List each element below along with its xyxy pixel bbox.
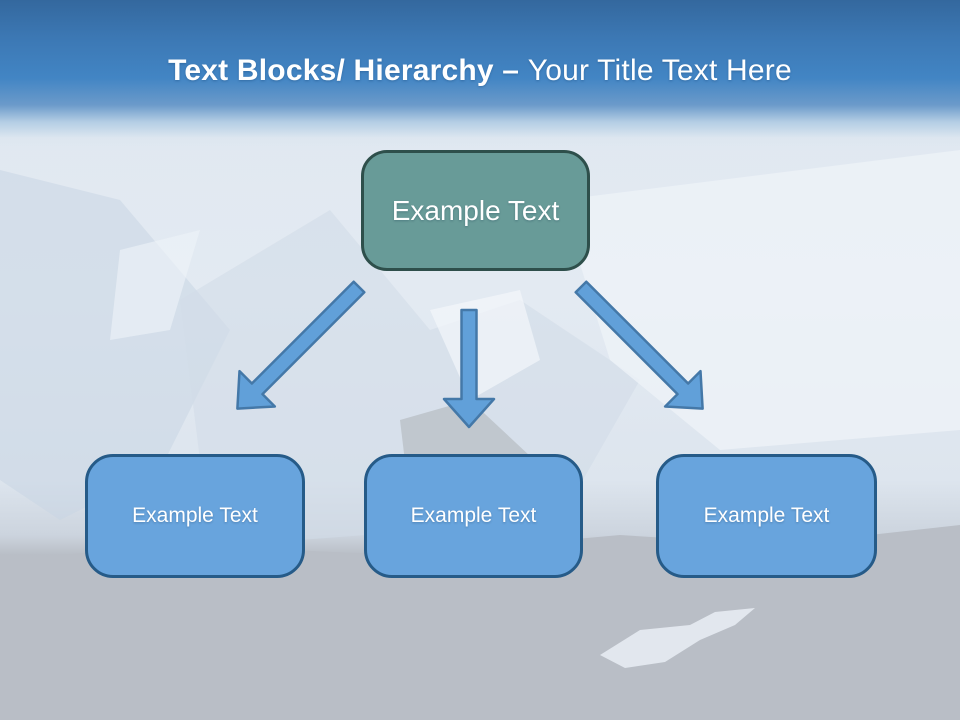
slide-title[interactable]: Text Blocks/ Hierarchy – Your Title Text… — [0, 54, 960, 88]
snow-streak — [110, 230, 200, 340]
arrow-down-right[interactable] — [563, 269, 720, 426]
snow-streak — [430, 290, 540, 400]
child-text-block-1[interactable]: Example Text — [85, 454, 305, 578]
slide-title-dash: – — [493, 54, 528, 87]
title-band — [0, 0, 960, 152]
child-text-label: Example Text — [703, 504, 830, 527]
child-text-block-3[interactable]: Example Text — [656, 454, 877, 578]
arrow-down-left[interactable] — [220, 269, 377, 426]
root-text-block[interactable]: Example Text — [361, 150, 590, 271]
child-text-block-2[interactable]: Example Text — [364, 454, 583, 578]
arrow-down[interactable] — [442, 308, 496, 429]
snow-patch — [600, 608, 755, 668]
child-text-label: Example Text — [410, 504, 537, 527]
child-text-label: Example Text — [132, 504, 258, 527]
mountain-ridge — [0, 170, 230, 520]
slide-title-bold: Text Blocks/ Hierarchy — [168, 54, 494, 87]
root-text-label: Example Text — [391, 194, 560, 226]
slide-title-rest: Your Title Text Here — [527, 54, 792, 87]
